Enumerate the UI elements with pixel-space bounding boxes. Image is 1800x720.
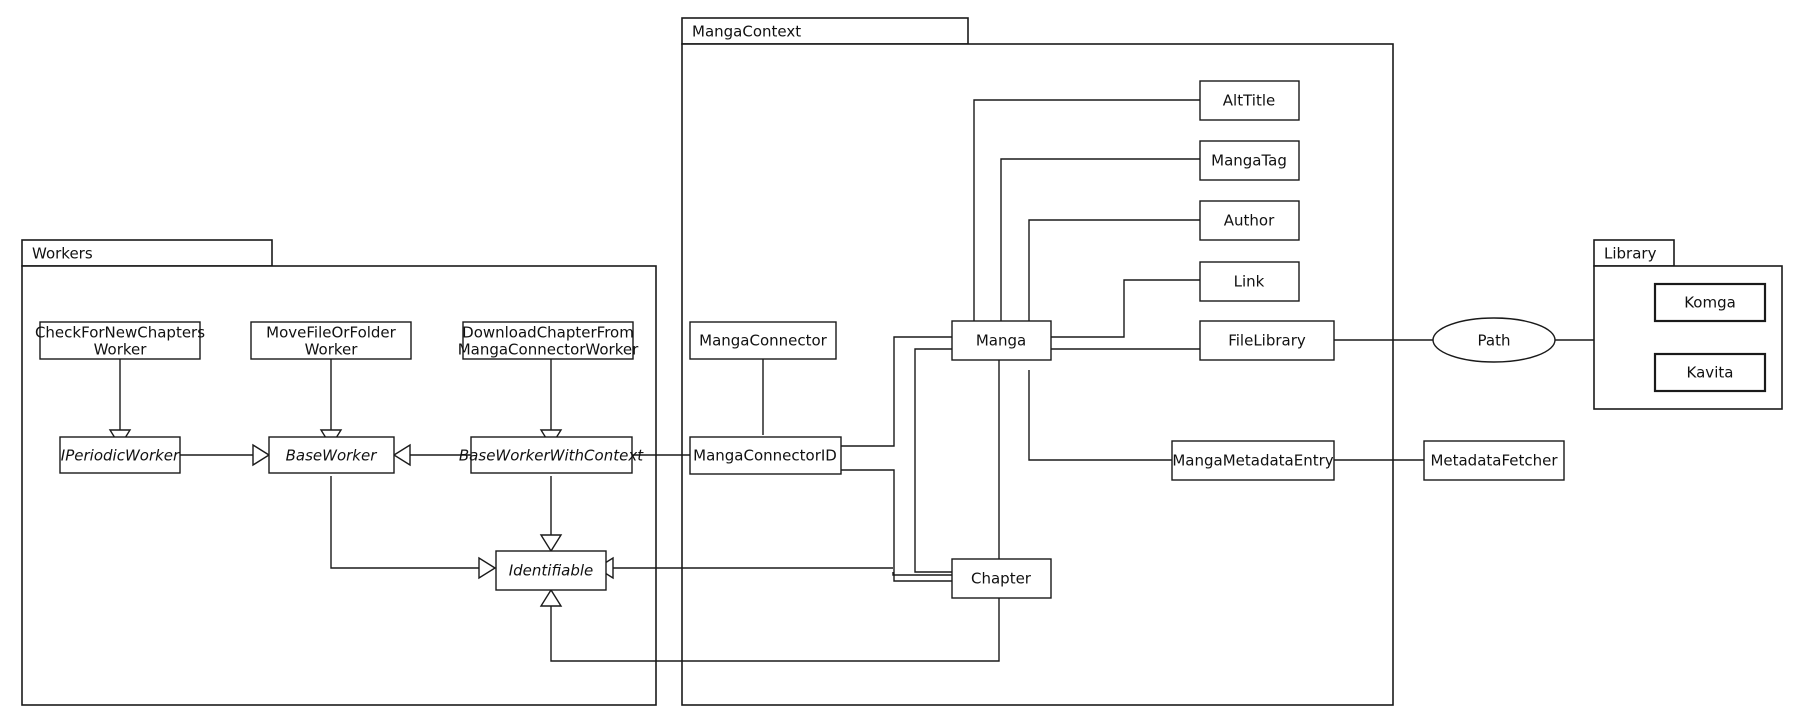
alttitle-label: AltTitle bbox=[1223, 92, 1275, 110]
check-for-new-chapters-worker-label-1: CheckForNewChapters bbox=[35, 324, 205, 342]
node-alttitle[interactable]: AltTitle bbox=[1199, 80, 1300, 121]
mangametadataentry-label: MangaMetadataEntry bbox=[1172, 452, 1333, 470]
path-label: Path bbox=[1478, 332, 1511, 350]
identifiable-label: Identifiable bbox=[509, 562, 594, 580]
line-mangaconnectorid-chapter bbox=[841, 469, 952, 582]
node-mangaconnectorid[interactable]: MangaConnectorID bbox=[689, 436, 842, 475]
line-chapter-identifiable-bottom bbox=[550, 597, 1000, 662]
node-kavita[interactable]: Kavita bbox=[1653, 352, 1767, 393]
arrow-realization-identifiable-left bbox=[478, 556, 497, 580]
line-manga-mangatag bbox=[1000, 158, 1200, 327]
kavita-label: Kavita bbox=[1687, 364, 1734, 382]
node-mangatag[interactable]: MangaTag bbox=[1199, 140, 1300, 181]
line-baseworker-identifiable bbox=[330, 476, 484, 569]
baseworkerwithcontext-label: BaseWorkerWithContext bbox=[459, 447, 644, 465]
arrow-generalization-identifiable-top bbox=[539, 534, 563, 553]
node-move-file-or-folder-worker[interactable]: MoveFileOrFolder Worker bbox=[250, 321, 412, 360]
package-library-label: Library bbox=[1604, 245, 1657, 263]
chapter-label: Chapter bbox=[971, 570, 1032, 588]
relation-lines bbox=[119, 99, 1594, 662]
author-label: Author bbox=[1224, 212, 1275, 230]
manga-label: Manga bbox=[976, 332, 1026, 350]
arrow-generalization-identifiable-bottom bbox=[539, 588, 563, 607]
line-chapter-left-stub bbox=[892, 572, 952, 576]
package-workers-label: Workers bbox=[32, 245, 93, 263]
arrow-realization-baseworker-left bbox=[252, 443, 271, 467]
check-for-new-chapters-worker-label-2: Worker bbox=[94, 341, 148, 359]
node-komga[interactable]: Komga bbox=[1653, 282, 1767, 323]
link-label: Link bbox=[1234, 273, 1265, 291]
node-baseworker[interactable]: BaseWorker bbox=[268, 436, 395, 474]
line-manga-mangametadataentry bbox=[1028, 370, 1172, 461]
move-file-or-folder-worker-label-1: MoveFileOrFolder bbox=[266, 324, 396, 342]
node-author[interactable]: Author bbox=[1199, 200, 1300, 241]
package-mangacontext: MangaContext bbox=[681, 17, 1394, 706]
mangaconnector-label: MangaConnector bbox=[699, 332, 828, 350]
node-iperiodicworker[interactable]: IPeriodicWorker bbox=[59, 436, 181, 474]
mangatag-label: MangaTag bbox=[1211, 152, 1287, 170]
baseworker-label: BaseWorker bbox=[286, 447, 378, 465]
line-mangaconnectorid-manga bbox=[841, 336, 952, 447]
node-download-chapter-from-mangaconnector-worker[interactable]: DownloadChapterFrom MangaConnectorWorker bbox=[458, 321, 639, 360]
komga-label: Komga bbox=[1684, 294, 1736, 312]
filelibrary-label: FileLibrary bbox=[1228, 332, 1306, 350]
iperiodicworker-label: IPeriodicWorker bbox=[61, 447, 180, 465]
move-file-or-folder-worker-label-2: Worker bbox=[305, 341, 359, 359]
node-baseworkerwithcontext[interactable]: BaseWorkerWithContext bbox=[459, 436, 644, 474]
node-identifiable[interactable]: Identifiable bbox=[495, 550, 607, 591]
line-manga-chapter bbox=[914, 348, 952, 573]
line-manga-alttitle bbox=[973, 99, 1200, 327]
metadatafetcher-label: MetadataFetcher bbox=[1430, 452, 1558, 470]
download-chapter-worker-label-1: DownloadChapterFrom bbox=[462, 324, 634, 342]
node-check-for-new-chapters-worker[interactable]: CheckForNewChapters Worker bbox=[35, 321, 205, 360]
node-mangametadataentry[interactable]: MangaMetadataEntry bbox=[1171, 440, 1335, 481]
arrow-generalization-baseworker-right bbox=[392, 443, 411, 467]
node-chapter[interactable]: Chapter bbox=[951, 558, 1052, 599]
node-filelibrary[interactable]: FileLibrary bbox=[1199, 320, 1335, 361]
line-manga-author bbox=[1028, 219, 1200, 327]
node-manga[interactable]: Manga bbox=[951, 320, 1052, 361]
download-chapter-worker-label-2: MangaConnectorWorker bbox=[458, 341, 639, 359]
node-metadatafetcher[interactable]: MetadataFetcher bbox=[1423, 440, 1565, 481]
node-mangaconnector[interactable]: MangaConnector bbox=[689, 321, 837, 360]
line-manga-link bbox=[1046, 279, 1200, 338]
package-mangacontext-label: MangaContext bbox=[692, 23, 801, 41]
node-path[interactable]: Path bbox=[1432, 317, 1556, 363]
mangaconnectorid-label: MangaConnectorID bbox=[693, 447, 837, 465]
node-link[interactable]: Link bbox=[1199, 261, 1300, 302]
